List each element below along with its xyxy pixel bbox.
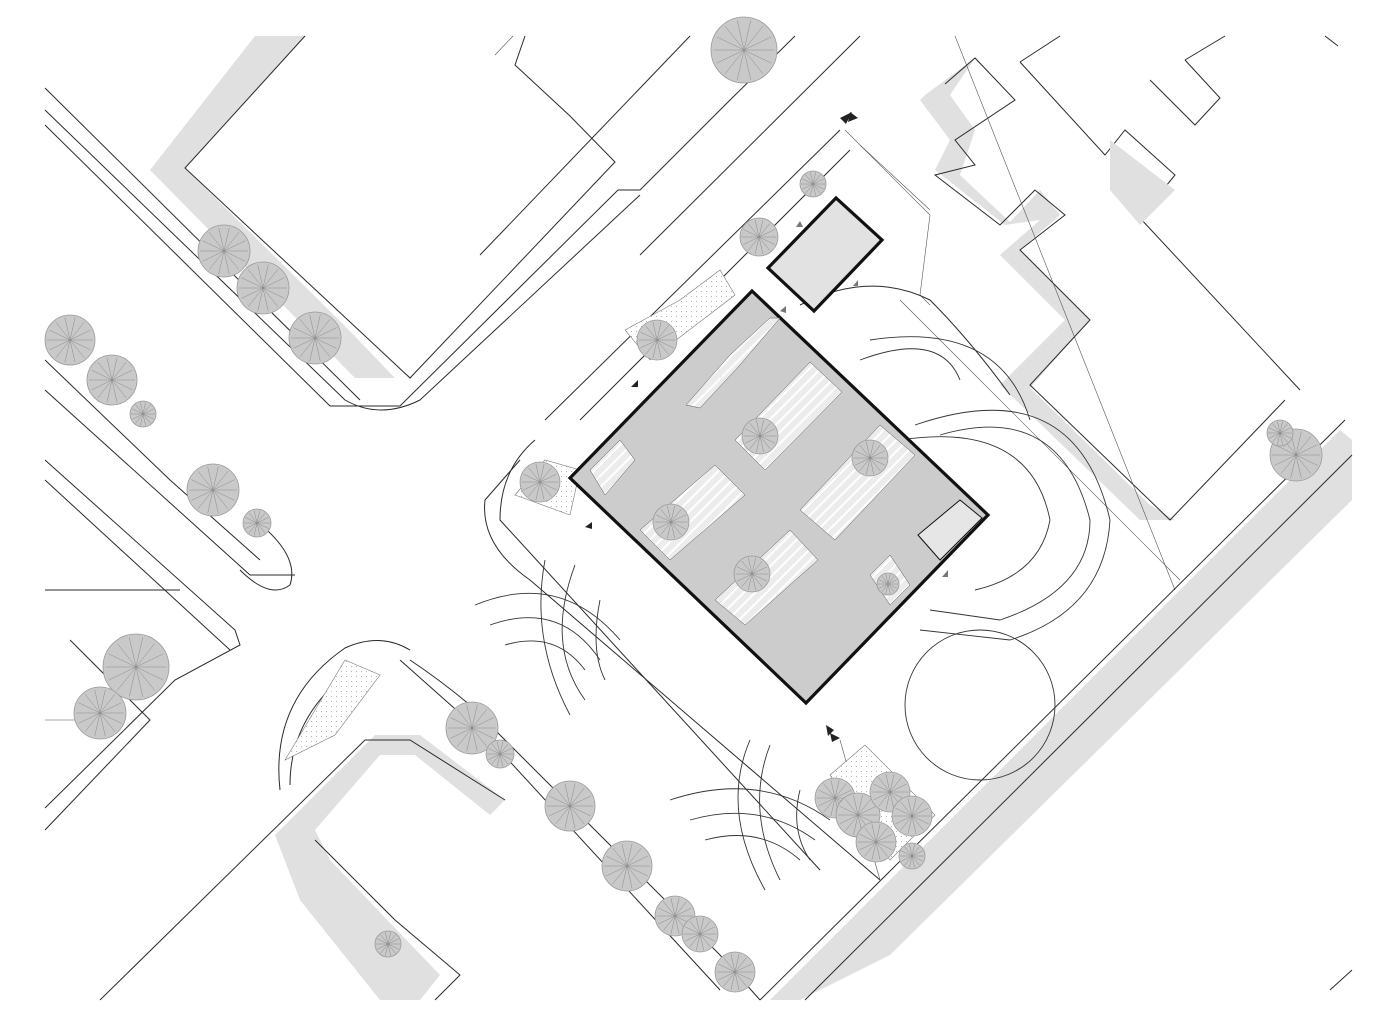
block-north-east [920,35,1339,591]
entrance-markers [585,112,948,742]
block-west [44,359,295,831]
tree-icon [186,463,240,517]
tree-icon [44,314,96,366]
annex-building [765,195,885,314]
block-north-west [44,35,796,407]
tree-icon [714,951,756,993]
tree-icon [445,701,499,755]
landscape-arcs [474,336,1111,891]
tree-icon [197,224,251,278]
tree-icon [374,930,402,958]
tree-icon [855,821,897,863]
tree-icon [544,780,596,832]
tree-icon [519,461,561,503]
tree-icon [102,633,170,701]
tree-icon [601,840,653,892]
tree-icon [652,503,690,541]
tree-icon [236,261,290,315]
tree-icon [876,572,900,596]
tree-icon [733,555,771,593]
main-building [567,288,991,706]
tree-icon [636,319,678,361]
tree-icon [851,439,889,477]
tree-icon [242,508,272,538]
tree-icon [681,915,719,953]
tree-icon [799,170,827,198]
tree-icon [485,739,515,769]
tree-icon [288,311,342,365]
tree-icon [1266,419,1294,447]
tree-icon [898,842,926,870]
tree-icon [739,217,779,257]
tree-icon [710,16,778,84]
tree-icon [891,795,933,837]
tree-icon [86,354,138,406]
tree-layer [44,16,1323,993]
tree-icon [73,686,127,740]
tree-icon [129,400,157,428]
tree-icon [741,417,779,455]
